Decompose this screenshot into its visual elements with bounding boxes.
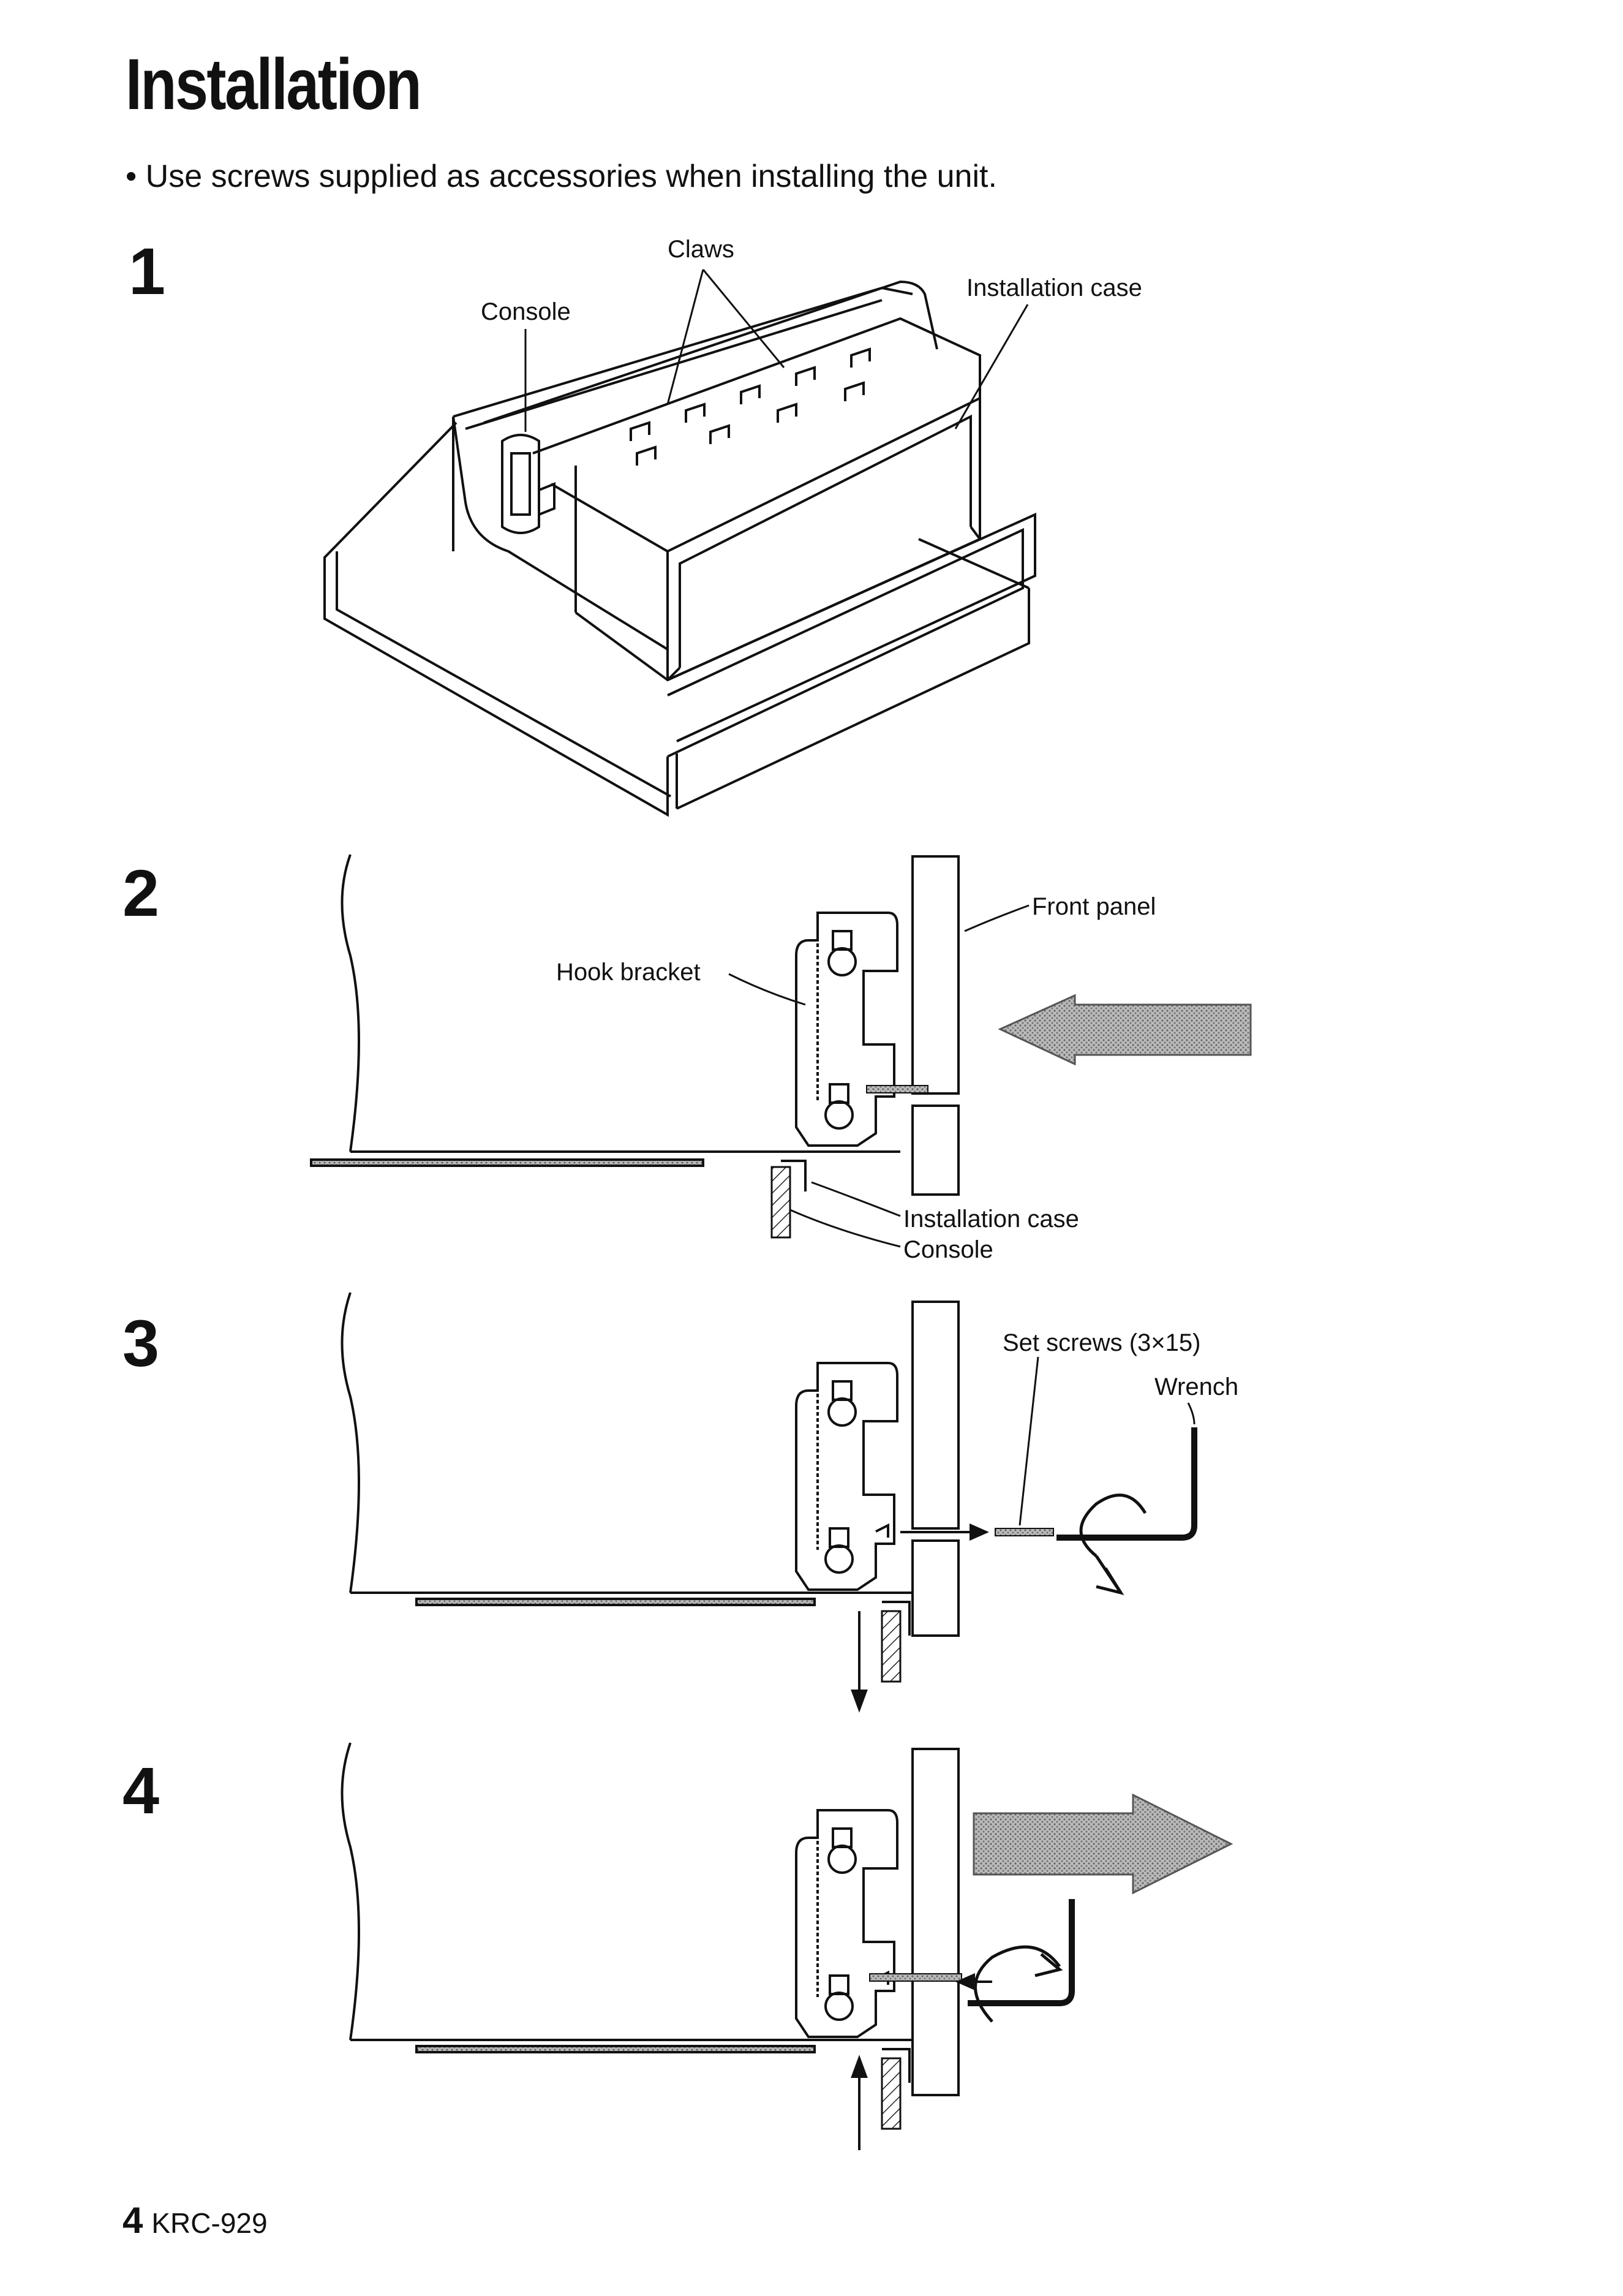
step-3-number: 3: [122, 1306, 160, 1380]
label-claws: Claws: [668, 236, 734, 263]
step-2-leader-lines: [728, 904, 1030, 1248]
step-3-leader-lines: [1019, 1356, 1196, 1526]
step-4-illustration: [341, 1742, 1075, 2150]
label-hook-bracket: Hook bracket: [556, 959, 701, 986]
page-title: Installation: [126, 44, 422, 125]
label-front-panel: Front panel: [1032, 893, 1156, 920]
label-console-1: Console: [481, 298, 571, 325]
step-1-leader-lines: [524, 269, 1029, 432]
label-console-2: Console: [903, 1236, 993, 1263]
label-set-screws: Set screws (3×15): [1003, 1329, 1201, 1356]
insert-arrow-left-icon: [998, 994, 1252, 1066]
label-installation-case-2: Installation case: [903, 1206, 1079, 1233]
step-2-illustration: [310, 854, 960, 1239]
label-wrench: Wrench: [1154, 1373, 1239, 1400]
instruction-bullet: • Use screws supplied as accessories whe…: [126, 159, 997, 194]
step-1-number: 1: [129, 234, 166, 308]
step-3-illustration: [341, 1292, 1197, 1713]
step-1-illustration: [323, 280, 1036, 817]
model-number: KRC-929: [151, 2207, 268, 2239]
label-installation-case-1: Installation case: [966, 274, 1142, 301]
step-4-number: 4: [122, 1753, 160, 1827]
step-2-number: 2: [122, 856, 160, 930]
page-number: 4: [122, 2200, 143, 2241]
pull-arrow-right-icon: [973, 1793, 1233, 1895]
